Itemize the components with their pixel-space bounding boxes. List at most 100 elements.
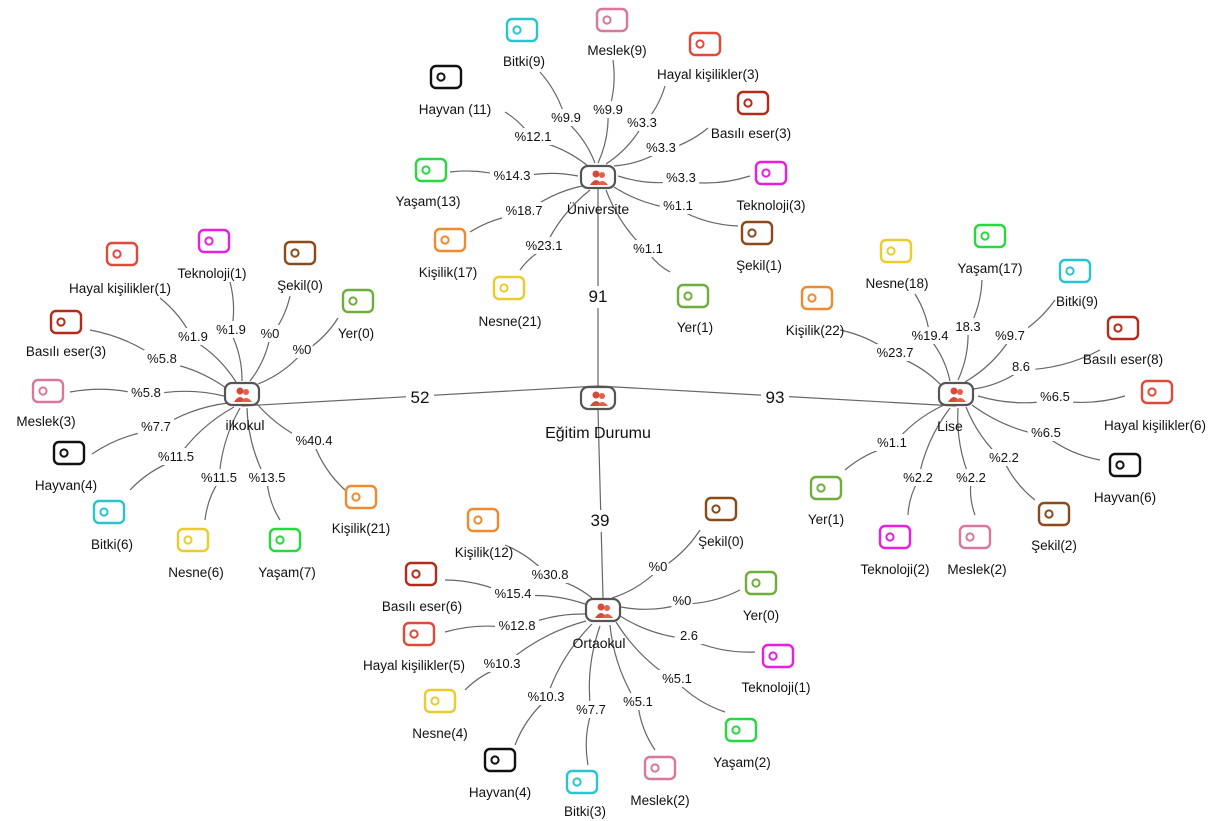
pct-bg (619, 693, 657, 710)
tag-hole-icon (56, 317, 66, 327)
tag-hole-icon (430, 696, 440, 706)
pct-label-lise-6: %6.5 (1031, 425, 1061, 440)
count-bg (761, 387, 789, 409)
tag-outline (1140, 379, 1174, 405)
leaf-label-lise-2: Bitki(9) (1056, 294, 1098, 309)
nodes-layer: Eğitim Durumu91Üniversite%9.9Bitki(9)%9.… (16, 7, 1206, 819)
tag-outline (433, 227, 467, 253)
tag-outline (736, 90, 770, 116)
tag-hole-icon (436, 72, 446, 82)
tag-outline (483, 747, 517, 773)
leaf-label-universite-10: Yer(1) (677, 320, 713, 335)
tag-outline (595, 7, 629, 33)
leaf-label-ortaokul-9: Meslek(2) (630, 793, 689, 808)
leaf-label-lise-10: Şekil(2) (1031, 538, 1077, 553)
pct-bg (511, 128, 555, 145)
leaf-label-lise-3: Kişilik(22) (786, 323, 845, 338)
pct-label-ortaokul-2: %15.4 (495, 586, 532, 601)
tag-outline (49, 309, 83, 335)
pct-bg (873, 344, 917, 361)
pct-label-ilkokul-2: %0 (261, 326, 280, 341)
tag-outline (744, 570, 778, 596)
hub-icon-ilkokul (223, 381, 261, 407)
leaf-label-lise-1: Yaşam(17) (957, 261, 1022, 276)
person-head-2 (599, 393, 605, 399)
tag-outline (197, 228, 231, 254)
tag-outline (429, 64, 463, 90)
tag-hole-icon (183, 535, 193, 545)
tag-hole-icon (275, 535, 285, 545)
pct-bg (480, 655, 524, 672)
pct-label-universite-9: %23.1 (526, 238, 563, 253)
pct-bg (547, 109, 585, 126)
tag-hole-icon (204, 236, 214, 246)
tag-icon-lise-1 (973, 223, 1007, 249)
tag-hole-icon (1147, 387, 1157, 397)
tag-icon-universite-4 (429, 64, 463, 90)
tag-outline (268, 527, 302, 553)
tag-outline (704, 496, 738, 522)
tag-icon-ortaokul-9 (643, 755, 677, 781)
tag-hole-icon (112, 249, 122, 259)
pct-bg (502, 202, 546, 219)
tag-icon-universite-6 (754, 160, 788, 186)
tag-icon-ilkokul-5 (31, 378, 65, 404)
tag-icon-ortaokul-7 (483, 747, 517, 773)
tag-outline (404, 561, 438, 587)
pct-label-ilkokul-10: %40.4 (296, 433, 333, 448)
leaf-label-ilkokul-1: Teknoloji(1) (177, 266, 246, 281)
tag-hole-icon (409, 629, 419, 639)
leaf-label-ilkokul-9: Yaşam(7) (258, 565, 316, 580)
leaf-label-universite-3: Basılı eser(3) (711, 126, 791, 141)
tag-icon-lise-4 (1106, 315, 1140, 341)
link-ortaokul-9-b (637, 704, 656, 751)
tag-icon-ilkokul-10 (344, 484, 378, 510)
pct-bg (642, 139, 680, 156)
pct-label-ilkokul-7: %11.5 (158, 449, 194, 464)
pct-label-ortaokul-1: %0 (649, 559, 668, 574)
tag-icon-ortaokul-10 (724, 717, 758, 743)
tag-icon-lise-7 (809, 475, 843, 501)
tag-icon-ortaokul-5 (761, 643, 795, 669)
tag-hole-icon (473, 515, 483, 525)
tag-outline (724, 717, 758, 743)
pct-bg (908, 327, 952, 344)
pct-label-ilkokul-1: %1.9 (216, 322, 246, 337)
pct-label-ilkokul-0: %1.9 (178, 329, 208, 344)
tag-icon-ortaokul-2 (404, 561, 438, 587)
leaf-label-ilkokul-8: Nesne(6) (168, 565, 224, 580)
tag-hole-icon (650, 763, 660, 773)
pct-label-lise-10: %2.2 (989, 450, 1019, 465)
person-head-2 (604, 605, 610, 611)
pct-label-universite-10: %1.1 (633, 241, 663, 256)
leaf-label-ilkokul-7: Bitki(6) (91, 537, 133, 552)
pct-bg (490, 167, 534, 184)
tag-hole-icon (1115, 460, 1125, 470)
person-head-2 (957, 389, 963, 395)
pct-label-ilkokul-4: %5.8 (147, 351, 177, 366)
leaf-label-ortaokul-8: Bitki(3) (564, 804, 606, 819)
tag-outline (643, 755, 677, 781)
hub-label-lise: Lise (937, 418, 963, 434)
link-ilkokul-9-b (266, 480, 281, 521)
leaf-label-lise-7: Yer(1) (808, 512, 844, 527)
tag-outline (676, 283, 710, 309)
tag-hole-icon (348, 296, 358, 306)
pct-bg (212, 321, 250, 338)
pct-bg (524, 688, 568, 705)
pct-bg (674, 627, 704, 644)
pct-bg (949, 318, 987, 335)
pct-label-lise-1: 18.3 (955, 319, 980, 334)
tag-hole-icon (695, 39, 705, 49)
tag-outline (505, 17, 539, 43)
pct-label-ortaokul-3: %0 (673, 593, 692, 608)
pct-label-universite-7: %18.7 (506, 203, 543, 218)
leaf-label-universite-6: Teknoloji(3) (736, 198, 805, 213)
tag-outline (402, 621, 436, 647)
pct-bg (154, 448, 198, 465)
tag-hole-icon (751, 578, 761, 588)
pct-label-ortaokul-10: %5.1 (662, 671, 692, 686)
tag-icon-lise-9 (958, 524, 992, 550)
pct-bg (647, 558, 669, 575)
tag-icon-lise-3 (800, 285, 834, 311)
